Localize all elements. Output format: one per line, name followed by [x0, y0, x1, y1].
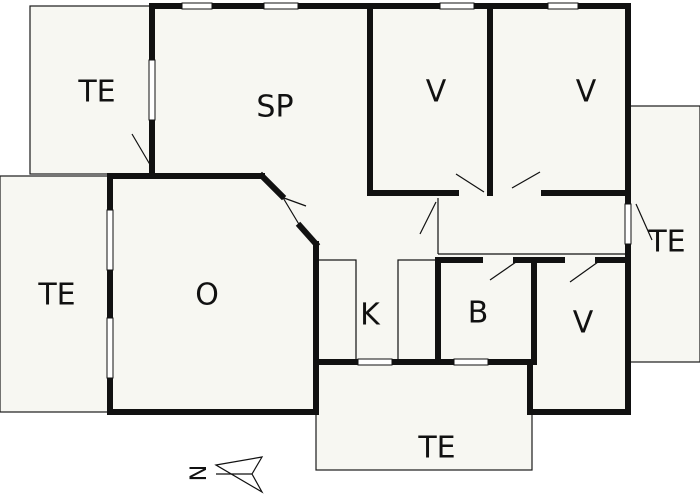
room-label-v-top-right: V	[576, 75, 597, 110]
room-label-v-bottom-right: V	[573, 306, 594, 341]
window	[547, 2, 579, 10]
room-label-te-right: TE	[647, 225, 685, 260]
room-label-te-bottom: TE	[417, 431, 455, 466]
door	[281, 195, 301, 227]
window	[439, 2, 475, 10]
thin-lines	[315, 198, 628, 363]
terrace-top-left	[29, 5, 153, 175]
house-interior	[110, 6, 628, 412]
door	[455, 173, 485, 193]
room-label-v-top-middle: V	[426, 75, 447, 110]
window	[106, 317, 114, 379]
terrace-right	[627, 105, 700, 363]
door	[635, 203, 653, 241]
doors	[131, 133, 653, 283]
window	[453, 358, 489, 366]
room-label-te-top-left: TE	[77, 75, 115, 110]
door	[511, 171, 541, 189]
window	[624, 203, 632, 245]
room-label-sp: SP	[256, 90, 293, 125]
room-label-k: K	[360, 298, 381, 333]
door	[419, 201, 437, 235]
room-label-te-left: TE	[37, 278, 75, 313]
window	[357, 358, 393, 366]
room-label-b: B	[468, 296, 489, 331]
door	[569, 261, 599, 283]
interior-walls	[149, 3, 631, 365]
terrace-bottom	[315, 361, 533, 471]
windows	[106, 2, 632, 379]
compass-label: N	[187, 465, 212, 481]
door	[489, 261, 517, 281]
room-label-o: O	[195, 278, 219, 313]
compass: N	[187, 456, 264, 494]
door	[131, 133, 153, 169]
window	[181, 2, 213, 10]
door	[283, 197, 307, 207]
window	[263, 2, 299, 10]
window	[148, 59, 156, 121]
terrace-left	[0, 175, 111, 413]
window	[106, 209, 114, 271]
